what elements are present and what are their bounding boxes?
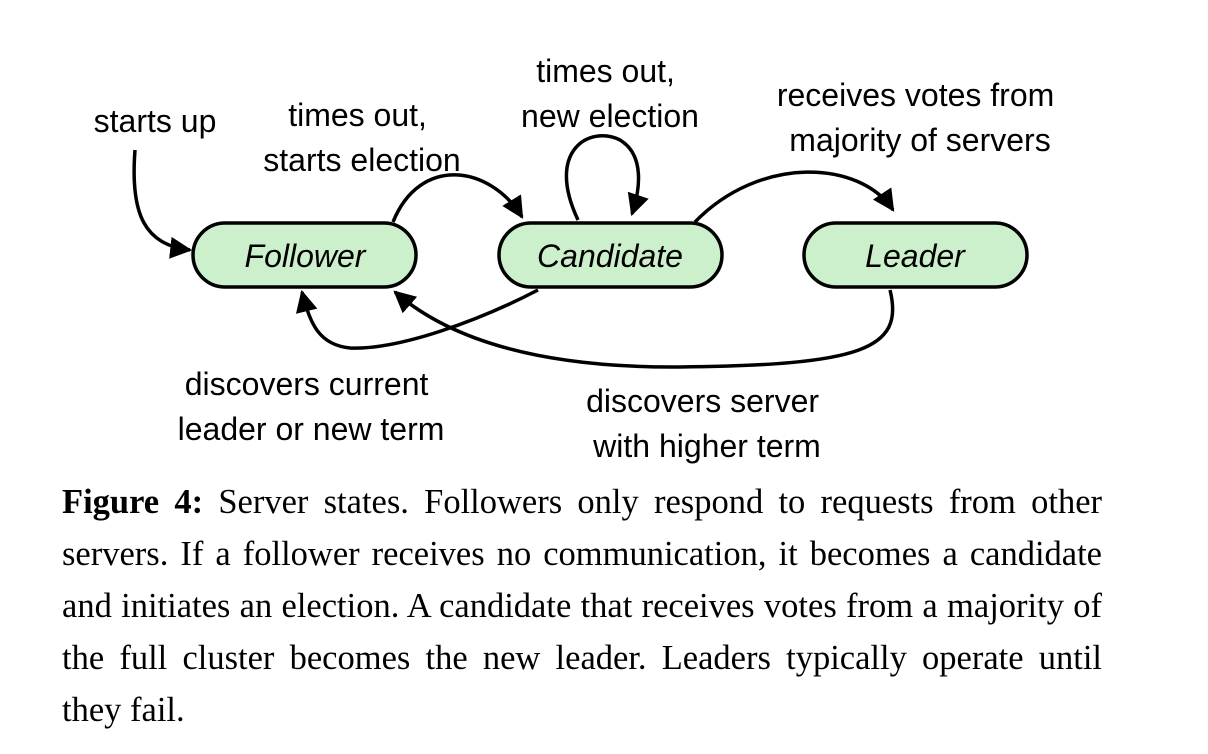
leader-state: Leader <box>802 221 1029 289</box>
candidate-self-loop-label: times out, new election <box>521 53 699 134</box>
leader-to-follower-arrow <box>393 289 895 369</box>
candidate-to-follower-label: discovers current leader or new term <box>178 366 445 447</box>
leader-to-follower-label: discovers server with higher term <box>586 383 828 464</box>
candidate-state: Candidate <box>497 221 724 289</box>
leader-label: Leader <box>865 238 966 274</box>
figure-caption-title: Figure 4: <box>62 483 204 521</box>
candidate-to-follower-arrow <box>295 288 539 350</box>
candidate-label: Candidate <box>537 238 683 274</box>
candidate-to-leader-label: receives votes from majority of servers <box>777 77 1063 158</box>
starts-up-arrow <box>132 149 193 259</box>
follower-label: Follower <box>245 238 367 274</box>
follower-to-candidate-arrow <box>391 173 524 223</box>
figure-caption-text: Server states. Followers only respond to… <box>62 483 1103 729</box>
server-state-diagram: Follower Candidate Leader starts up time… <box>94 53 1063 464</box>
follower-state-box <box>191 221 418 289</box>
candidate-to-leader-arrow <box>693 170 895 224</box>
leader-state-box <box>802 221 1029 289</box>
follower-state: Follower <box>191 221 418 289</box>
starts-up-label: starts up <box>94 103 217 139</box>
candidate-self-loop-arrow <box>564 134 649 221</box>
follower-to-candidate-label: times out, starts election <box>263 97 460 178</box>
figure-caption: Figure 4: Server states. Followers only … <box>62 476 1102 736</box>
candidate-state-box <box>497 221 724 289</box>
